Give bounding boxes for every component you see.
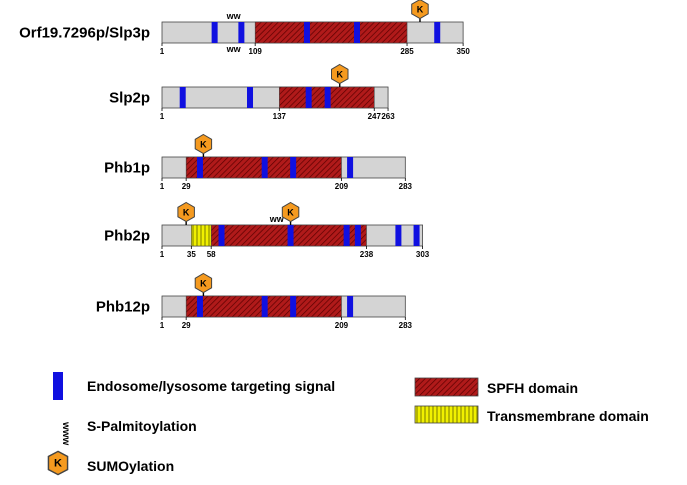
position-label: 238 [360,250,374,259]
endosome-signal [218,225,225,246]
svg-text:K: K [287,208,294,218]
endosome-signal [238,22,245,43]
endosome-signal [196,296,203,317]
sumoylation-marker: K [331,63,349,87]
sumoylation-marker: K [411,0,429,22]
protein-name: Slp2p [109,90,150,107]
endosome-signal [290,157,297,178]
position-label: 285 [400,47,414,56]
sumoylation-marker: K [177,201,195,225]
endosome-signal [324,87,331,108]
endosome-signal [413,225,420,246]
legend-tm-swatch [414,405,479,424]
protein-orf19-7296p-slp3p: Orf19.7296p/Slp3p ww ww K 1 109 285 350 [19,0,470,56]
svg-text:K: K [336,70,343,80]
position-label: 1 [160,250,165,259]
svg-text:K: K [183,208,190,218]
protein-name: Phb12p [96,299,150,316]
sumoylation-marker: K [194,133,213,157]
protein-phb12p: Phb12p K 1 29 209 283 [96,272,413,330]
transmembrane-domain [191,224,212,247]
endosome-signal [347,296,354,317]
endosome-signal [354,225,361,246]
position-label: 283 [399,182,413,191]
spfh-domain [254,21,408,44]
svg-text:K: K [54,458,62,470]
endosome-signal [196,157,203,178]
endosome-signal [303,22,310,43]
position-label: 1 [160,112,165,121]
svg-text:K: K [417,5,424,15]
position-label: 209 [335,321,349,330]
endosome-signal [353,22,360,43]
legend-endosome-label: Endosome/lysosome targeting signal [87,378,335,394]
legend-sumoylation-icon: K [47,450,69,476]
legend-spfh-swatch [414,377,479,397]
legend-tm-label: Transmembrane domain [487,408,649,424]
endosome-signal [211,22,218,43]
endosome-signal [395,225,402,246]
legend-sumoylation-label: SUMOylation [87,458,174,474]
endosome-signal [290,296,297,317]
svg-text:K: K [200,279,207,289]
legend-spfh-label: SPFH domain [487,380,578,396]
legend-endosome-swatch [53,372,63,400]
legend-palmitoylation-label: S-Palmitoylation [87,418,197,434]
position-label: 247 [368,112,382,121]
position-label: 350 [456,47,470,56]
endosome-signal [343,225,350,246]
endosome-signal [179,87,186,108]
position-label: 58 [207,250,216,259]
endosome-signal [261,157,268,178]
position-label: 1 [160,47,165,56]
position-label: 303 [416,250,430,259]
endosome-signal [305,87,312,108]
endosome-signal [247,87,254,108]
endosome-signal [261,296,268,317]
sumoylation-marker: K [281,201,300,225]
svg-text:K: K [200,140,207,150]
position-label: 29 [182,321,191,330]
palmitoylation-mark: ww [226,44,242,54]
svg-text:www: www [60,421,71,446]
position-label: 29 [182,182,191,191]
sumoylation-marker: K [194,272,213,296]
position-label: 137 [273,112,287,121]
endosome-signal [434,22,441,43]
legend: Endosome/lysosome targeting signal www S… [47,372,649,476]
position-label: 1 [160,321,165,330]
position-label: 1 [160,182,165,191]
endosome-signal [347,157,354,178]
palmitoylation-mark: ww [269,214,285,224]
palmitoylation-mark: ww [226,11,242,21]
protein-name: Orf19.7296p/Slp3p [19,25,150,42]
protein-name: Phb2p [104,228,150,245]
position-label: 209 [335,182,349,191]
position-label: 283 [399,321,413,330]
position-label: 263 [381,112,395,121]
legend-palmitoylation-icon: www [60,421,71,446]
position-label: 109 [249,47,263,56]
endosome-signal [287,225,294,246]
protein-name: Phb1p [104,160,150,177]
position-label: 35 [187,250,196,259]
protein-phb1p: Phb1p K 1 29 209 283 [104,133,413,191]
